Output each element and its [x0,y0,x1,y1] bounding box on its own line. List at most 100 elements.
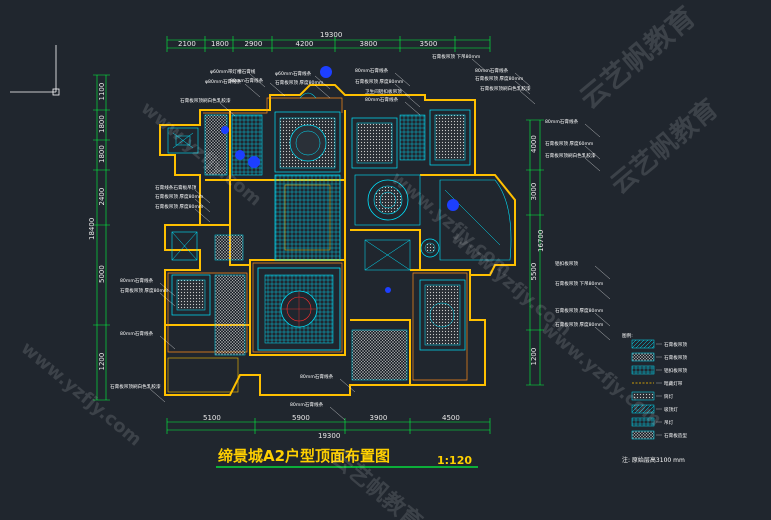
left-dimension-5: 1200 [98,353,106,371]
note-19: 石膏板吊顶 厚度80mm [155,203,204,210]
left-dimension-3: 2400 [98,188,106,206]
right-dimension-0: 4000 [530,135,538,153]
room-master-living [257,267,341,351]
legend-item-4: 筒灯 [631,391,674,401]
note-15: 石膏板吊顶 厚度60mm [545,140,594,147]
bottom-dimension-0: 5100 [203,414,221,422]
room-dining [274,92,341,173]
note-13: 石膏板吊顶刷白色乳胶漆 [480,85,531,92]
legend-note: 注: 原始层高3100 mm [622,456,685,464]
legend-item-1: 石膏板吊顶 [631,352,687,362]
note-23: 石膏板吊顶刷白色乳胶漆 [110,383,161,390]
note-29: 80mm石膏线条 [290,401,324,408]
left-dimension-1: 1800 [98,115,106,133]
top-dimension-0: 2100 [178,40,196,48]
title-main: 缔景城A2户型顶面布置图 [218,447,390,465]
room-balcony-bottom [167,357,239,393]
legend-item-6: 吊灯 [631,417,674,427]
room-round-hall [354,174,421,226]
note-16: 石膏板吊顶刷白色乳胶漆 [545,152,596,159]
room-bath-1 [167,127,199,154]
legend-label-0: 石膏板吊顶 [664,341,687,348]
room-living-grid [274,174,341,261]
note-4: φ60mm石膏线条 [275,70,312,77]
legend-item-5: 吸顶灯 [631,404,678,414]
note-9: 80mm石膏线条 [365,96,399,103]
note-6: 80mm石膏线条 [355,67,389,74]
bottom-dimension-3: 4500 [442,414,460,422]
room-left-bedroom [171,231,246,356]
right-dimension-1: 3000 [530,183,538,201]
title-scale: 1:120 [437,454,472,467]
legend-item-7: 石膏板造型 [631,430,687,440]
leader-lines [149,58,611,421]
note-18: 石膏板吊顶 厚度80mm [155,193,204,200]
room-master-bedroom [419,279,466,351]
note-20: 80mm石膏线条 [120,277,154,284]
watermark-3: 云艺帆教育 [605,93,725,200]
note-14: 80mm石膏线条 [545,118,579,125]
legend-label-1: 石膏板吊顶 [664,354,687,361]
note-3: 80mm石膏线条 [230,77,264,84]
note-11: 80mm石膏线条 [475,67,509,74]
note-12: 石膏板吊顶 厚度80mm [475,75,524,82]
left-dimension-0: 1100 [98,83,106,101]
legend-label-5: 吸顶灯 [664,406,678,413]
bottom-dimension-2: 3900 [370,414,388,422]
note-10: 石膏板吊顶 下吊80mm [432,53,481,60]
right-total-dimension: 16700 [537,230,545,252]
dimension-lines [96,39,541,431]
left-dimension-4: 5000 [98,265,106,283]
note-0: φ60mm带灯槽石膏线 [210,68,256,75]
legend-label-3: 暗藏灯带 [664,380,683,387]
left-total-dimension: 18400 [88,218,96,240]
watermark-0: 云艺帆教育 [573,0,701,115]
top-dimension-2: 2900 [245,40,263,48]
note-27: 石膏板吊顶 厚度80mm [555,321,604,328]
watermarks: 云艺帆教育www.yzfjy.comwww.yzfjy.com云艺帆教育www.… [17,0,724,520]
legend-item-0: 石膏板吊顶 [631,339,687,349]
legend-title: 图例: [622,332,633,339]
top-dimension-3: 4200 [296,40,314,48]
legend-label-7: 石膏板造型 [664,432,687,439]
note-5: 石膏板吊顶 厚度80mm [275,79,324,86]
note-1: φ80mm石膏线条 [205,78,242,85]
note-7: 石膏板吊顶 厚度80mm [355,78,404,85]
watermark-5: www.yzfjy.com [17,338,146,451]
note-21: 石膏板吊顶 厚度80mm [120,287,169,294]
wall-outline [159,84,516,396]
left-dimension-2: 1800 [98,145,106,163]
lamp-markers [221,66,459,293]
top-dimension-1: 1800 [211,40,229,48]
note-2: 石膏板吊顶刷白色乳胶漆 [180,97,231,104]
legend-label-2: 铝扣板吊顶 [664,367,687,374]
note-25: 石膏板吊顶 下吊80mm [555,280,604,287]
legend-item-2: 铝扣板吊顶 [631,365,687,375]
room-bath-2 [351,239,411,381]
legend-item-3: 暗藏灯带 [632,380,683,387]
note-17: 石膏线条石膏板吊顶 [155,184,197,191]
note-22: 80mm石膏线条 [120,330,154,337]
top-dimension-4: 3800 [360,40,378,48]
legend-label-4: 筒灯 [664,393,674,400]
wall-inner-lines [167,97,468,381]
legend-label-6: 吊灯 [664,419,674,426]
note-28: 80mm石膏线条 [300,373,334,380]
top-dimension-5: 3500 [420,40,438,48]
bottom-total-dimension: 19300 [318,432,340,440]
dimension-ticks [93,36,544,434]
top-total-dimension: 19300 [320,31,342,39]
room-bedroom-top-right [351,109,471,169]
note-24: 铝扣板吊顶 [555,260,578,267]
ucs-icon [10,45,60,96]
note-8: 卫生间铝扣板吊顶 [365,88,402,95]
top-segment-dimensions: 2100 1800 2900 4200 3800 3500 [178,40,437,48]
right-dimension-2: 5500 [530,263,538,281]
drawing-title: 缔景城A2户型顶面布置图 1:120 [216,447,478,468]
note-26: 石膏板吊顶 厚度80mm [555,307,604,314]
